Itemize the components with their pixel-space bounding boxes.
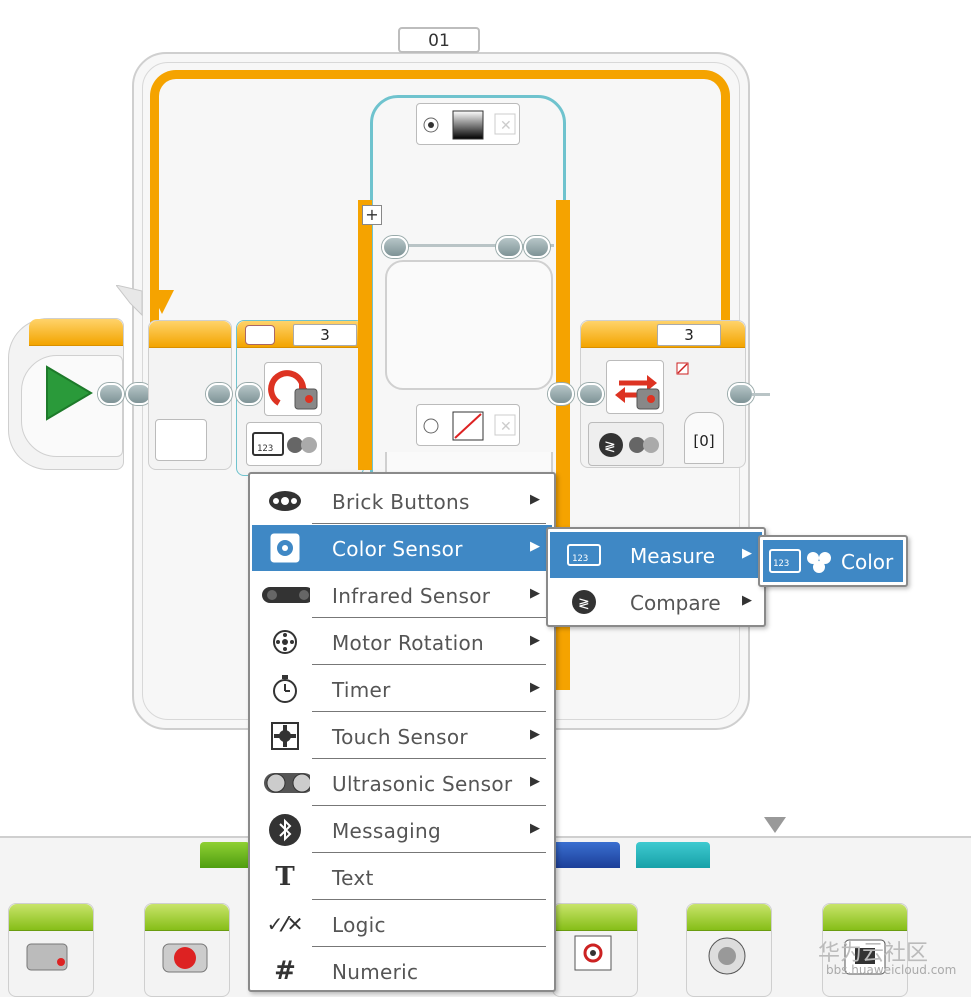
case1-in-plug[interactable]: [382, 236, 408, 258]
palette-large-motor-block[interactable]: [144, 903, 230, 997]
submenu-item-compare[interactable]: ≷ Compare ▶: [550, 579, 762, 625]
palette-sound-block[interactable]: [686, 903, 772, 997]
measure-color-icon[interactable]: 123: [246, 422, 322, 466]
brick-buttons-icon: [260, 485, 310, 517]
palette-tab-advanced[interactable]: [636, 842, 710, 868]
loop-notch-icon: [116, 285, 143, 317]
brick-status-light-icon: [844, 939, 886, 975]
display-icon: [574, 935, 612, 971]
color-sensor-submenu: 123 Measure ▶ ≷ Compare ▶: [546, 527, 766, 627]
svg-text:≷: ≷: [578, 596, 590, 612]
color-measure-icon: 123: [769, 549, 831, 573]
compare-icon: ≷: [564, 588, 604, 616]
motor-rotation-icon: [260, 626, 310, 658]
output-value[interactable]: [0]: [684, 412, 724, 464]
watermark-text: 华为云社区: [818, 941, 929, 966]
infrared-sensor-icon: [260, 579, 310, 611]
menu-item-ultrasonic-sensor[interactable]: Ultrasonic Sensor ▶: [252, 760, 552, 806]
palette-brick-light-block[interactable]: [822, 903, 908, 997]
menu-item-brick-buttons[interactable]: Brick Buttons ▶: [252, 478, 552, 524]
loop-exit-output-plug[interactable]: [728, 383, 754, 405]
menu-item-messaging[interactable]: Messaging ▶: [252, 807, 552, 853]
case1-next-plug[interactable]: [524, 236, 550, 258]
touch-sensor-icon: [260, 720, 310, 752]
medium-motor-icon: [26, 943, 68, 971]
menu-item-logic[interactable]: ✓⁄✕ Logic: [252, 901, 552, 947]
svg-text:✕: ✕: [500, 118, 512, 134]
ultrasonic-sensor-icon: [260, 767, 310, 799]
svg-text:123: 123: [257, 444, 273, 454]
menu-item-numeric[interactable]: # Numeric: [252, 948, 552, 994]
palette-medium-motor-block[interactable]: [8, 903, 94, 997]
sequence-wire: [150, 70, 730, 350]
color-sensor-icon: [260, 532, 310, 564]
switch-value[interactable]: 3: [293, 324, 357, 346]
wire-arrow-icon: [150, 290, 174, 314]
palette-collapse-icon[interactable]: [762, 815, 788, 835]
measure-submenu: 123 Color: [758, 535, 908, 587]
watermark-url: bbs.huaweicloud.com: [826, 963, 957, 977]
loop-exit-input-plug[interactable]: [578, 383, 604, 405]
case1-wire: [386, 244, 554, 247]
case1-area[interactable]: [385, 260, 553, 390]
svg-text:123: 123: [773, 559, 789, 569]
loop-exit-wire: [752, 393, 770, 396]
submenu-item-color[interactable]: 123 Color: [763, 540, 903, 582]
case-none-header[interactable]: ✕: [416, 404, 520, 446]
submenu-item-measure[interactable]: 123 Measure ▶: [550, 532, 762, 578]
large-motor-icon: [162, 943, 208, 973]
bluetooth-icon: [260, 814, 310, 846]
add-case-button[interactable]: +: [362, 205, 382, 225]
measure-icon: 123: [564, 541, 604, 569]
menu-item-infrared-sensor[interactable]: Infrared Sensor ▶: [252, 572, 552, 618]
numeric-icon: #: [274, 956, 296, 986]
menu-item-color-sensor[interactable]: Color Sensor ▶: [252, 525, 552, 571]
condition-menu: Brick Buttons ▶ Color Sensor ▶ Infrared …: [248, 472, 556, 992]
svg-text:123: 123: [572, 554, 588, 564]
menu-item-motor-rotation[interactable]: Motor Rotation ▶: [252, 619, 552, 665]
switch-mode-icon[interactable]: [245, 325, 275, 345]
loop-exit-value[interactable]: 3: [657, 324, 721, 346]
timer-icon: [260, 673, 310, 705]
logic-icon: ✓⁄✕: [266, 912, 304, 936]
menu-item-text[interactable]: T Text: [252, 854, 552, 900]
sound-icon: [708, 937, 746, 975]
case1-out-plug[interactable]: [496, 236, 522, 258]
switch-output-plug[interactable]: [548, 383, 574, 405]
case-black-header[interactable]: ✕: [416, 103, 520, 145]
loop-label[interactable]: 01: [398, 27, 480, 53]
start-block[interactable]: [8, 318, 124, 470]
palette-display-block[interactable]: [552, 903, 638, 997]
play-icon[interactable]: [43, 365, 95, 421]
menu-item-timer[interactable]: Timer ▶: [252, 666, 552, 712]
color-sensor-icon[interactable]: [264, 362, 322, 416]
loop-exit-color-sensor-icon[interactable]: [606, 360, 664, 414]
no-wire-icon: [676, 362, 689, 375]
text-icon: T: [275, 862, 295, 892]
svg-text:✕: ✕: [500, 419, 512, 435]
loop-inner-plug[interactable]: [206, 383, 232, 405]
compare-color-icon[interactable]: ≷: [588, 422, 664, 466]
palette-tab-action[interactable]: [200, 842, 250, 868]
switch-input-plug[interactable]: [236, 383, 262, 405]
switch-wire-left: [358, 200, 372, 470]
menu-item-touch-sensor[interactable]: Touch Sensor ▶: [252, 713, 552, 759]
start-output-plug[interactable]: [98, 383, 124, 405]
loop-mode-icon[interactable]: [155, 419, 207, 461]
svg-text:≷: ≷: [604, 439, 616, 455]
